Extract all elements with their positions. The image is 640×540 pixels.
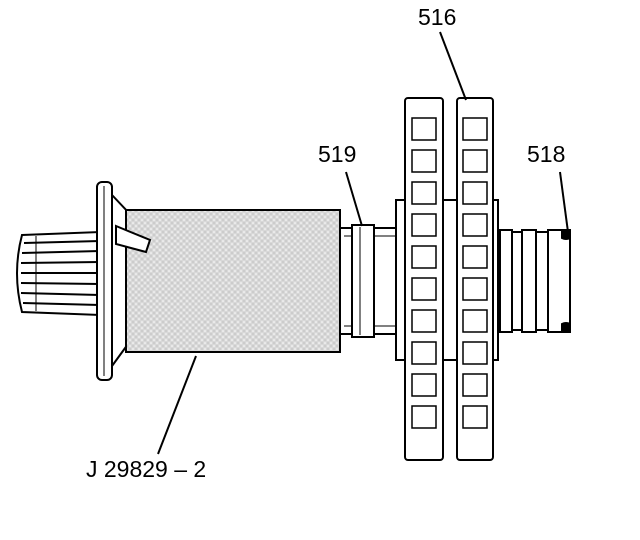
gear-left	[404, 97, 444, 461]
gear-pair-516	[395, 97, 499, 461]
tool-pin	[115, 224, 152, 254]
gear-right	[456, 97, 494, 461]
shaft-end-518	[489, 229, 571, 333]
callout-516: 516	[418, 4, 457, 30]
leader-tool	[157, 355, 197, 455]
tool-body	[125, 209, 341, 353]
snap-ring-519	[351, 224, 375, 338]
leader-519	[345, 171, 363, 227]
tool-flange	[96, 181, 113, 381]
leader-518	[559, 171, 569, 233]
callout-519: 519	[318, 141, 357, 167]
tool-j29829-2	[16, 181, 341, 381]
leader-lines	[157, 31, 569, 455]
callout-tool-j29829-2: J 29829 – 2	[86, 456, 207, 482]
callout-518: 518	[527, 141, 566, 167]
leader-516	[439, 31, 467, 101]
splined-end	[16, 230, 101, 317]
